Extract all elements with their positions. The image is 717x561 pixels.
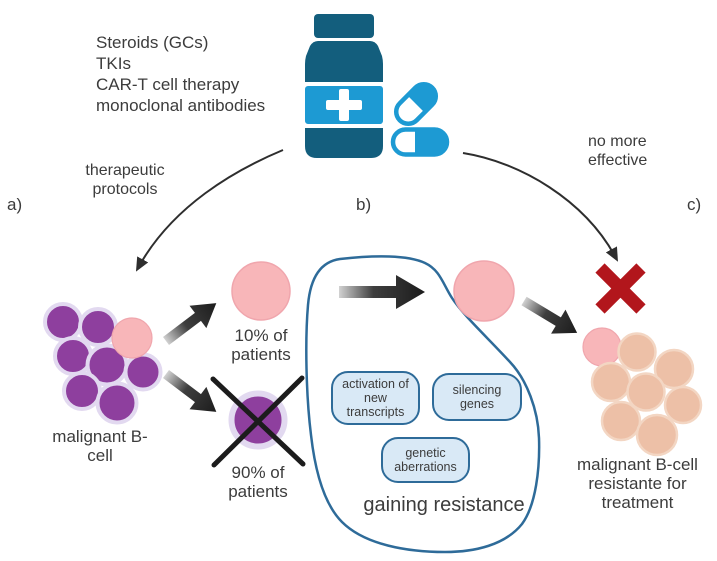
surviving-cell-10	[231, 261, 291, 321]
treatment-failed-x-icon	[595, 263, 646, 314]
resisting-cell	[453, 260, 515, 322]
mechanism-box-genetic: genetic aberrations	[381, 437, 470, 483]
mechanism-box-activation: activation of new transcripts	[331, 371, 420, 425]
crossed-out-cell-icon	[210, 375, 306, 468]
panel-label-a: a)	[7, 195, 23, 214]
malignant-b-cell-cluster	[43, 302, 163, 425]
arrow-to-10-percent	[162, 303, 217, 345]
arrow-to-resistant-cluster	[521, 296, 578, 334]
arrow-resistance-progression	[339, 275, 425, 309]
medicine-bottle-icon	[305, 14, 383, 158]
therapeutic-protocols-label: therapeutic protocols	[85, 162, 165, 198]
malignant-b-cell-label: malignant B-cell	[52, 427, 148, 465]
former-sensitive-cell	[582, 327, 622, 367]
gaining-resistance-label: gaining resistance	[363, 494, 525, 516]
patients-90-label: 90% of patients	[228, 463, 288, 501]
gaining-resistance-blob	[305, 255, 541, 554]
panel-label-b: b)	[356, 195, 372, 214]
pill-capsules-icon	[390, 81, 450, 157]
mechanism-box-silencing: silencing genes	[432, 373, 522, 421]
no-more-effective-arrow	[462, 152, 618, 262]
patients-10-label: 10% of patients	[231, 326, 291, 364]
resistant-cell-label: malignant B-cell resistante for treatmen…	[577, 455, 698, 512]
panel-label-c: c)	[687, 195, 702, 214]
resistant-b-cell-cluster	[582, 327, 703, 457]
therapy-item: TKIs	[96, 54, 131, 73]
therapy-item: monoclonal antibodies	[96, 96, 266, 115]
therapy-list: Steroids (GCs) TKIs CAR-T cell therapy m…	[96, 32, 265, 116]
sensitive-cell	[111, 317, 153, 359]
arrow-to-90-percent	[162, 370, 217, 412]
therapeutic-protocols-arrow	[135, 149, 284, 272]
therapy-item: Steroids (GCs)	[96, 33, 209, 52]
therapy-item: CAR-T cell therapy	[96, 75, 240, 94]
no-more-effective-label: no more effective	[588, 133, 648, 169]
